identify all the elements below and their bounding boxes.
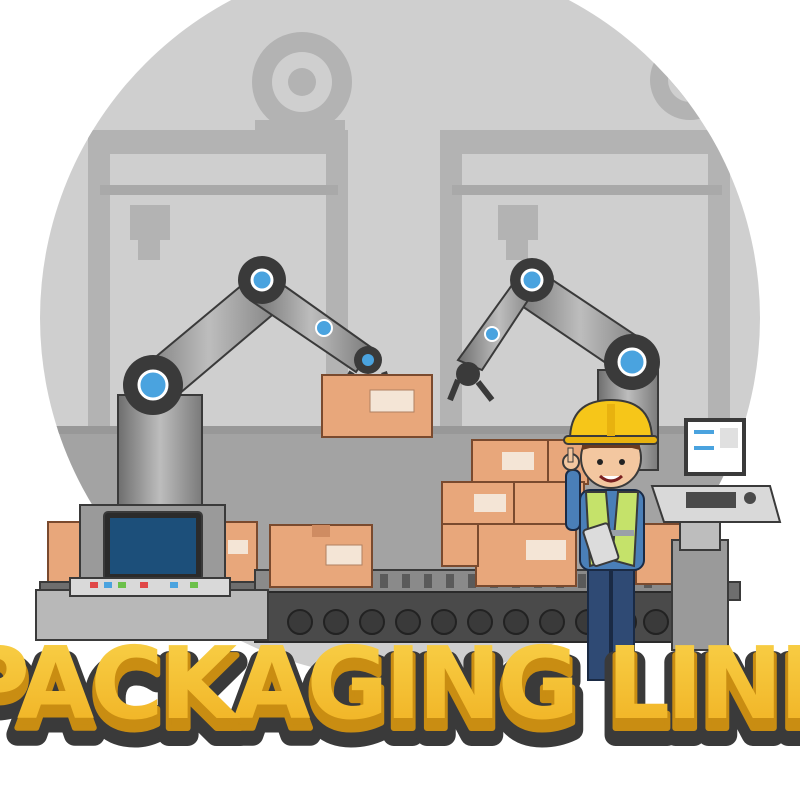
title-shadow: PACKAGING LINE [0,642,800,759]
gear-icon [252,32,352,132]
box-stack [441,439,697,587]
lifted-box [321,374,433,438]
computer-monitor-icon [35,504,269,641]
control-panel-icon [650,418,782,651]
cardboard-box-icon [269,524,373,588]
worker-icon [562,398,659,681]
title-banner: PACKAGING LINE PACKAGING LINE PACKAGING … [0,625,800,770]
title-depth: PACKAGING LINE [0,635,800,752]
page-title: PACKAGING LINE [0,625,800,742]
